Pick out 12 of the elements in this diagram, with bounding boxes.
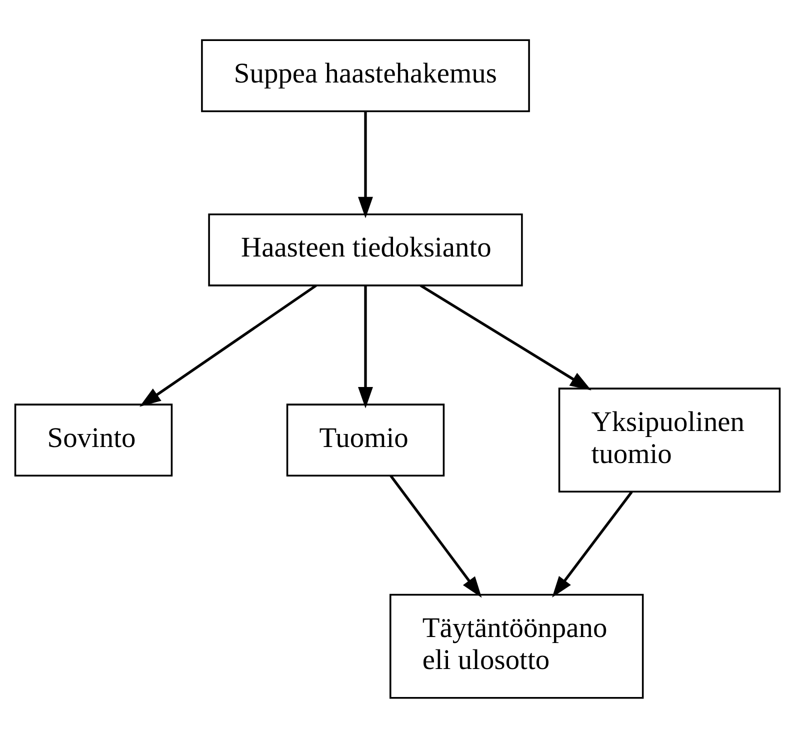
node-box: Täytäntöönpano eli ulosotto: [390, 593, 644, 698]
node-box: Yksipuolinen tuomio: [558, 387, 781, 492]
arrow: [390, 474, 482, 598]
arrow: [358, 111, 373, 218]
node-box: Haasteen tiedoksianto: [208, 212, 523, 286]
arrow: [552, 490, 633, 598]
arrow: [140, 284, 317, 406]
node-box: Sovinto: [14, 403, 173, 476]
node-box: Suppea haastehakemus: [201, 38, 530, 112]
node-box: Tuomio: [286, 403, 445, 476]
arrow: [420, 284, 592, 390]
arrow: [358, 285, 373, 408]
